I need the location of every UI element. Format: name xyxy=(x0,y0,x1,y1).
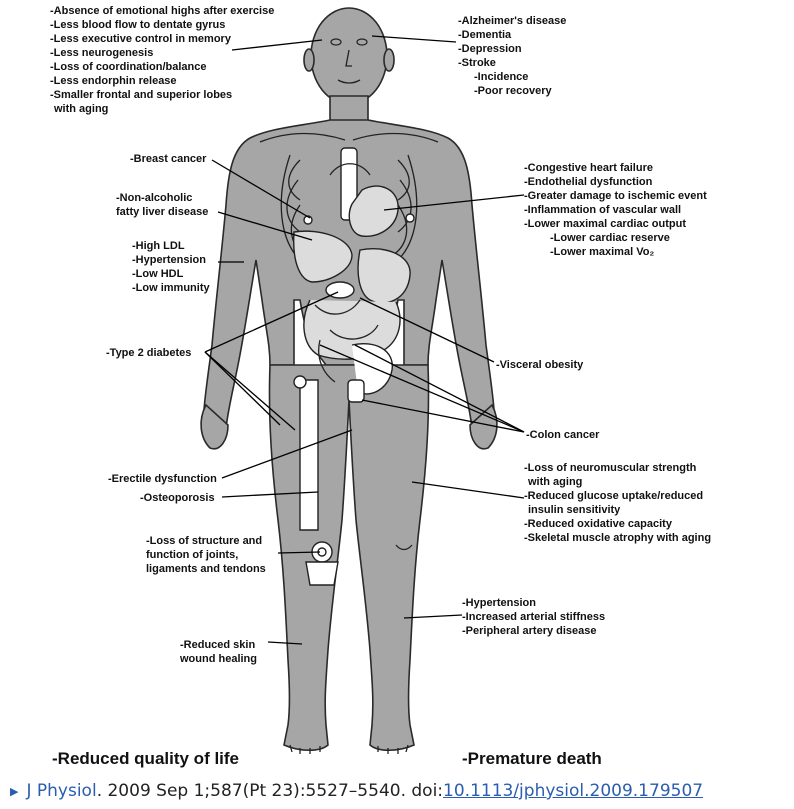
label-liver: -Non-alcoholic fatty liver disease xyxy=(116,192,208,218)
label-muscle: -Loss of neuromuscular strength with agi… xyxy=(524,462,711,544)
label-erectile: -Erectile dysfunction xyxy=(108,473,217,485)
label-visceral: -Visceral obesity xyxy=(496,359,584,371)
leader-lines xyxy=(204,35,525,645)
journal-link[interactable]: J Physiol xyxy=(26,781,97,801)
label-colon: -Colon cancer xyxy=(526,429,600,441)
intestines xyxy=(303,299,401,360)
femur xyxy=(299,379,319,531)
labels: -Absence of emotional highs after exerci… xyxy=(50,5,711,768)
citation-text: . 2009 Sep 1;587(Pt 23):5527–5540. doi: xyxy=(96,781,444,801)
neck xyxy=(329,95,369,123)
body-diagram: -Absence of emotional highs after exerci… xyxy=(50,5,712,768)
citation-caption: ▶ J Physiol. 2009 Sep 1;587(Pt 23):5527–… xyxy=(10,778,790,804)
heart xyxy=(348,185,399,237)
head xyxy=(310,7,388,105)
liver xyxy=(293,230,353,283)
human-silhouette xyxy=(200,7,498,752)
label-quality-of-life: -Reduced quality of life xyxy=(52,749,239,768)
label-head-disease: -Alzheimer's disease -Dementia -Depressi… xyxy=(458,15,569,97)
label-heart: -Congestive heart failure -Endothelial d… xyxy=(524,162,710,258)
label-premature-death: -Premature death xyxy=(462,749,602,768)
label-vascular: -Hypertension -Increased arterial stiffn… xyxy=(462,597,608,637)
expand-triangle-icon[interactable]: ▶ xyxy=(10,784,19,798)
label-joints: -Loss of structure and function of joint… xyxy=(146,535,266,575)
label-blood: -High LDL -Hypertension -Low HDL -Low im… xyxy=(132,240,210,294)
doi-link[interactable]: 10.1113/jphysiol.2009.179507 xyxy=(443,781,704,801)
label-diabetes: -Type 2 diabetes xyxy=(106,347,191,359)
stomach xyxy=(357,248,411,304)
label-skin: -Reduced skin wound healing xyxy=(179,639,258,665)
label-brain: -Absence of emotional highs after exerci… xyxy=(50,5,277,115)
label-breast: -Breast cancer xyxy=(130,153,207,165)
label-osteo: -Osteoporosis xyxy=(140,492,215,504)
